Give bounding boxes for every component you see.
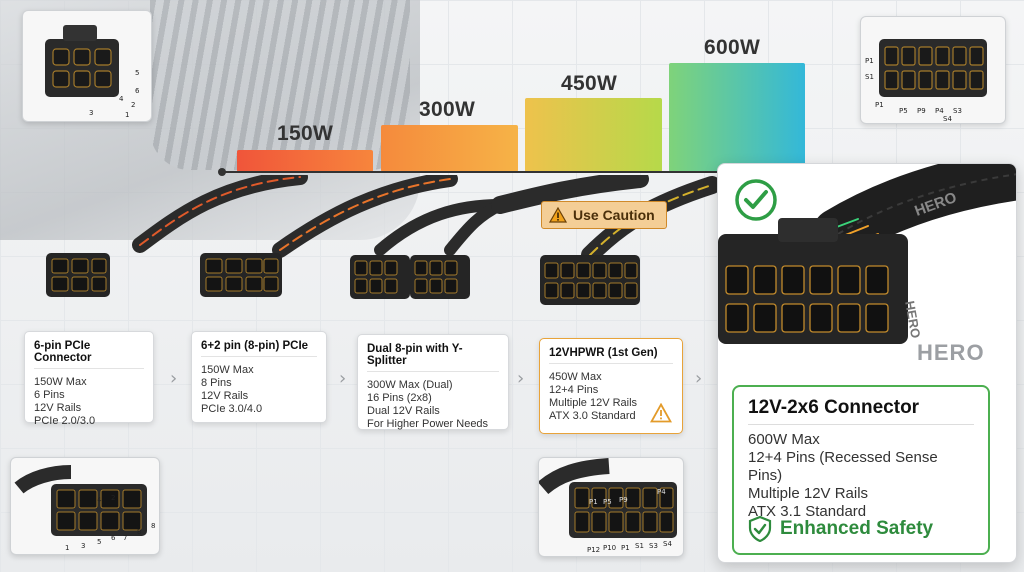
pin-label: 8 xyxy=(151,522,156,530)
pin-label: P1 xyxy=(875,101,884,109)
card-line: Multiple 12V Rails xyxy=(549,397,638,409)
power-bar-150w xyxy=(237,150,373,172)
pin-label: P1 xyxy=(865,57,874,65)
pin-label: 4 xyxy=(119,95,124,103)
pin-label: 2 xyxy=(131,101,136,109)
shield-check-icon xyxy=(748,516,772,542)
connector-8pin-illustration xyxy=(14,465,147,536)
card-line: 8 Pins xyxy=(201,377,232,389)
pin-label: S3 xyxy=(649,542,658,550)
card-line: ATX 3.0 Standard xyxy=(549,410,636,422)
pin-label: 1 xyxy=(125,111,130,119)
pin-label: 3 xyxy=(81,542,86,550)
pin-label: 6 xyxy=(135,87,140,95)
chevron-right-icon: › xyxy=(339,368,347,389)
pin-label: 6 xyxy=(111,534,116,542)
card-line: 12V Rails xyxy=(34,402,82,414)
pin-label: S4 xyxy=(663,540,672,548)
pin-label: 8 xyxy=(137,528,142,536)
pin-label: P9 xyxy=(917,107,926,115)
pin-label: 1 xyxy=(65,544,70,552)
hero-spec-line: 600W Max xyxy=(748,431,820,448)
card-title: 6-pin PCIe Connector xyxy=(34,340,144,369)
card-title: 6+2 pin (8-pin) PCIe xyxy=(201,340,317,357)
power-label-600w: 600W xyxy=(704,36,761,59)
hero-connector-illustration xyxy=(718,164,1016,344)
chevron-right-icon: › xyxy=(517,368,525,389)
warning-icon xyxy=(650,403,672,423)
pin-label: 5 xyxy=(135,69,140,77)
power-axis-start xyxy=(218,168,226,176)
enhanced-safety-row: Enhanced Safety xyxy=(748,516,933,542)
connector-card-dual-8pin: Dual 8-pin with Y-Splitter 300W Max (Dua… xyxy=(357,334,509,430)
power-bar-450w xyxy=(525,98,662,172)
pin-label: P9 xyxy=(619,496,628,504)
card-line: PCIe 3.0/4.0 xyxy=(201,403,263,415)
thumbnail-6pin-connector: 3 1 2 4 5 6 xyxy=(22,10,152,122)
hero-connector-panel: HERO HERO xyxy=(717,163,1017,563)
hero-watermark: HERO xyxy=(917,340,985,365)
pin-label: P5 xyxy=(603,498,612,506)
connector-card-8pin: 6+2 pin (8-pin) PCIe 150W Max 8 Pins 12V… xyxy=(191,331,327,423)
hero-spec-line: 12+4 Pins (Recessed Sense Pins) xyxy=(748,449,938,484)
card-line: 16 Pins (2x8) xyxy=(367,392,432,404)
power-axis-line xyxy=(222,171,722,173)
pin-label: 2 xyxy=(111,494,116,502)
use-caution-badge: Use Caution xyxy=(541,201,667,229)
pin-label: 7 xyxy=(123,534,128,542)
connector-12pin-illustration xyxy=(879,39,987,97)
warning-icon xyxy=(549,207,567,223)
hero-title: 12V-2x6 Connector xyxy=(748,397,974,425)
thumbnail-12vhpwr-pinout: P1 P5 P9 P4 P12 P10 P1 S1 S3 S4 xyxy=(538,457,684,557)
card-title: Dual 8-pin with Y-Splitter xyxy=(367,343,499,372)
card-line: 12V Rails xyxy=(201,390,249,402)
pin-label: 4 xyxy=(97,496,102,504)
checkmark-circle-icon xyxy=(735,179,777,221)
card-title: 12VHPWR (1st Gen) xyxy=(549,347,673,364)
power-label-450w: 450W xyxy=(561,72,618,95)
caution-label: Use Caution xyxy=(573,207,655,223)
pin-label: S3 xyxy=(953,107,962,115)
card-line: 300W Max (Dual) xyxy=(367,379,453,391)
gpu-fan xyxy=(150,0,410,170)
connector-6pin-illustration xyxy=(45,25,119,97)
connector-illustrations xyxy=(46,175,720,305)
hero-spec-line: ATX 3.1 Standard xyxy=(748,503,867,520)
pin-label: P1 xyxy=(621,544,630,552)
connector-card-12vhpwr: 12VHPWR (1st Gen) 450W Max 12+4 Pins Mul… xyxy=(539,338,683,434)
pin-label: P4 xyxy=(657,488,666,496)
pin-label: 5 xyxy=(97,538,102,546)
pin-label: 3 xyxy=(89,109,94,117)
safety-label: Enhanced Safety xyxy=(780,518,934,539)
pin-label: S4 xyxy=(943,115,952,123)
connector-card-6pin: 6-pin PCIe Connector 150W Max 6 Pins 12V… xyxy=(24,331,154,427)
chevron-right-icon: › xyxy=(170,368,178,389)
card-line: 150W Max xyxy=(201,364,254,376)
thumbnail-8pin-pinout: 1 3 5 6 7 8 4 2 8 xyxy=(10,457,160,555)
chevron-right-icon: › xyxy=(695,368,703,389)
card-line: 150W Max xyxy=(34,376,87,388)
power-bar-600w xyxy=(669,63,805,172)
thumbnail-12v-2x6-pinout: P1 S1 P1 P5 P9 P4 S3 S4 xyxy=(860,16,1006,124)
hero-spec-line: Multiple 12V Rails xyxy=(748,485,869,502)
card-line: PCIe 2.0/3.0 xyxy=(34,415,96,427)
card-line: 12+4 Pins xyxy=(549,384,599,396)
power-label-300w: 300W xyxy=(419,98,476,121)
connector-12vhpwr-illustration xyxy=(539,458,677,538)
pin-label: P4 xyxy=(935,107,944,115)
power-label-150w: 150W xyxy=(277,122,334,145)
pin-label: P12 xyxy=(587,546,601,554)
pin-label: S1 xyxy=(635,542,644,550)
card-line: For Higher Power Needs xyxy=(367,418,489,430)
pin-label: P1 xyxy=(589,498,598,506)
card-line: 450W Max xyxy=(549,371,602,383)
card-line: 6 Pins xyxy=(34,389,65,401)
hero-spec-card: 12V-2x6 Connector 600W Max 12+4 Pins (Re… xyxy=(732,385,990,555)
pin-label: P5 xyxy=(899,107,908,115)
pin-label: P10 xyxy=(603,544,617,552)
power-bar-300w xyxy=(381,125,518,172)
card-line: Dual 12V Rails xyxy=(367,405,440,417)
pin-label: S1 xyxy=(865,73,874,81)
